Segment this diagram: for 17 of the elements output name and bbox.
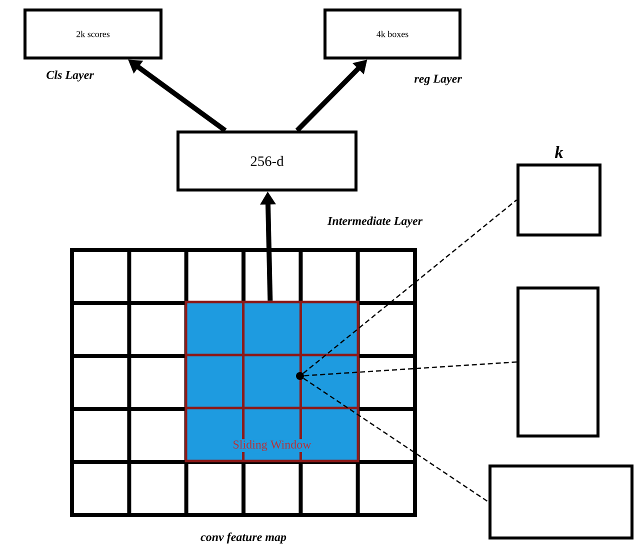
edge-label: reg Layer: [414, 74, 462, 86]
node-label: conv feature map: [200, 532, 286, 544]
edge-label: Cls Layer: [46, 70, 94, 82]
leader-line: [304, 361, 517, 376]
edge-label: Intermediate Layer: [327, 216, 423, 228]
leader-line: [303, 378, 489, 503]
layer-box: 4k boxes: [324, 8, 462, 60]
layer-box: 2k scores: [24, 8, 162, 60]
anchor-box: [488, 464, 634, 540]
sliding-window: [184, 300, 360, 462]
anchor-point: [296, 372, 304, 380]
window-label: Sliding Window: [234, 440, 312, 452]
anchor-box: k: [516, 146, 602, 236]
node-label: k: [554, 146, 564, 158]
leader-line: [302, 200, 517, 374]
layer-box: 256-d: [176, 130, 358, 192]
anchor-box: [516, 286, 600, 438]
